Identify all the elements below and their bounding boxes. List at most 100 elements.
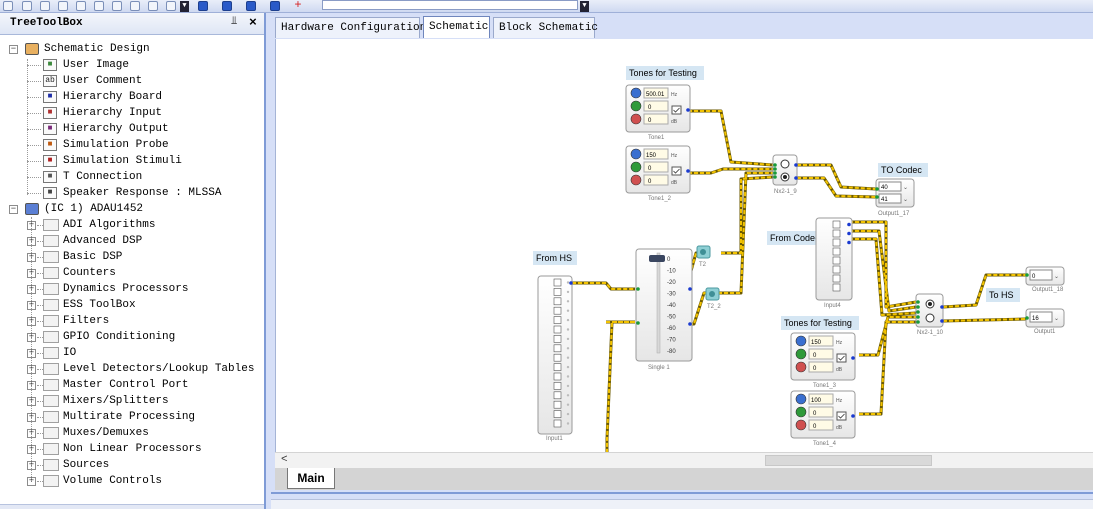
input-channel-checkbox[interactable] xyxy=(832,283,841,292)
tree-item-master-control-port[interactable]: +Master Control Port xyxy=(0,377,264,393)
tree-item-hierarchy-input[interactable]: ■Hierarchy Input xyxy=(0,105,264,121)
fader-knob[interactable] xyxy=(649,255,665,262)
input-channel-checkbox[interactable] xyxy=(553,372,562,381)
close-icon[interactable]: × xyxy=(249,15,257,30)
tone-enable-checkbox[interactable] xyxy=(671,166,682,176)
label-from-hs[interactable] xyxy=(533,251,577,265)
tone-param-knob-icon[interactable] xyxy=(795,335,807,347)
tree-item-counters[interactable]: +Counters xyxy=(0,265,264,281)
tree-item-speaker-response-mlssa[interactable]: ■Speaker Response : MLSSA xyxy=(0,185,264,201)
output-block-output1[interactable]: 16 ⌄ Output1 xyxy=(1025,308,1065,335)
label-tones-for-testing-1[interactable] xyxy=(626,66,704,80)
input-channel-checkbox[interactable] xyxy=(553,382,562,390)
tree-item-non-linear-processors[interactable]: +Non Linear Processors xyxy=(0,441,264,457)
dropdown-arrow-icon[interactable]: ⌄ xyxy=(1054,316,1059,322)
tree-item-sources[interactable]: +Sources xyxy=(0,457,264,473)
tone-param-knob-icon[interactable] xyxy=(795,393,807,405)
tab-hardware-configuration[interactable]: Hardware Configuration xyxy=(275,17,426,38)
tone-param-knob-icon[interactable] xyxy=(630,113,642,125)
tree-item-muxes-demuxes[interactable]: +Muxes/Demuxes xyxy=(0,425,264,441)
mux-block-nx2-1-10[interactable]: Nx2-1_10 xyxy=(915,293,944,336)
tone-param-knob-icon[interactable] xyxy=(795,406,807,418)
tone-param-knob-icon[interactable] xyxy=(795,361,807,373)
tone-enable-checkbox[interactable] xyxy=(836,353,847,363)
output-block-output1-18[interactable]: 0 ⌄ Output1_18 xyxy=(1025,266,1065,293)
dropdown-arrow-icon[interactable]: ⌄ xyxy=(903,185,908,191)
scrollbar-thumb[interactable] xyxy=(765,455,932,466)
dropdown-arrow-icon[interactable]: ⌄ xyxy=(903,197,908,203)
t-connection-t2[interactable]: T2 xyxy=(696,245,711,268)
toolbar-icon[interactable] xyxy=(222,1,232,11)
input-channel-checkbox[interactable] xyxy=(832,265,841,274)
toolbar-dropdown[interactable]: ▼ xyxy=(180,1,189,12)
tree-item-level-detectors-lookup-tables[interactable]: +Level Detectors/Lookup Tables xyxy=(0,361,264,377)
tone-param-knob-icon[interactable] xyxy=(630,161,642,173)
tone-param-knob-icon[interactable] xyxy=(630,87,642,99)
toolbar-search-input[interactable] xyxy=(322,0,578,10)
toolbar-icon[interactable] xyxy=(166,1,176,11)
add-icon[interactable]: + xyxy=(294,0,302,12)
input-channel-checkbox[interactable] xyxy=(553,297,562,306)
input-channel-checkbox[interactable] xyxy=(553,353,562,362)
tree-item-volume-controls[interactable]: +Volume Controls xyxy=(0,473,264,489)
input-channel-checkbox[interactable] xyxy=(553,344,562,353)
pin-icon[interactable]: ⫫ xyxy=(231,16,238,28)
toolbar-dropdown[interactable]: ▼ xyxy=(580,1,589,12)
tree-item-advanced-dsp[interactable]: +Advanced DSP xyxy=(0,233,264,249)
input-channel-checkbox[interactable] xyxy=(832,274,841,283)
output-block-output1-17[interactable]: 40 41 ⌄ ⌄ Output1_17 xyxy=(875,178,915,217)
tab-block-schematic[interactable]: Block Schematic xyxy=(493,17,598,38)
collapse-icon[interactable]: − xyxy=(9,44,18,54)
input-channel-checkbox[interactable] xyxy=(832,256,841,265)
toolbar-icon[interactable] xyxy=(3,1,13,11)
tree-item-hierarchy-output[interactable]: ■Hierarchy Output xyxy=(0,121,264,137)
tree-item-t-connection[interactable]: ■T Connection xyxy=(0,169,264,185)
toolbar-icon[interactable] xyxy=(148,1,158,11)
volume-fader-single-1[interactable]: 0-10-20-30-40-50-60-70-80 Single 1 xyxy=(635,248,693,371)
input-channel-checkbox[interactable] xyxy=(832,220,841,229)
tone-param-knob-icon[interactable] xyxy=(630,174,642,186)
tree-item-multirate-processing[interactable]: +Multirate Processing xyxy=(0,409,264,425)
tone-enable-checkbox[interactable] xyxy=(671,105,682,115)
toolbar-icon[interactable] xyxy=(112,1,122,11)
input-channel-checkbox[interactable] xyxy=(553,316,562,324)
tone-param-knob-icon[interactable] xyxy=(795,348,807,360)
toolbar-icon[interactable] xyxy=(40,1,50,11)
tone-param-knob-icon[interactable] xyxy=(630,100,642,112)
input-block-input4[interactable]: Input4 xyxy=(815,217,853,309)
toolbar-icon[interactable] xyxy=(58,1,68,11)
input-channel-checkbox[interactable] xyxy=(553,288,562,296)
label-tones-for-testing-2[interactable] xyxy=(781,316,859,330)
tree-item-filters[interactable]: +Filters xyxy=(0,313,264,329)
input-channel-checkbox[interactable] xyxy=(553,391,562,400)
input-channel-checkbox[interactable] xyxy=(832,238,841,247)
tree-item-ess-toolbox[interactable]: +ESS ToolBox xyxy=(0,297,264,313)
tone-enable-checkbox[interactable] xyxy=(836,411,847,421)
input-block-input1[interactable]: Input1 xyxy=(537,275,573,442)
toolbar-icon[interactable] xyxy=(246,1,256,11)
dropdown-arrow-icon[interactable]: ⌄ xyxy=(1054,274,1059,280)
tree-item-simulation-probe[interactable]: ■Simulation Probe xyxy=(0,137,264,153)
tree-item-simulation-stimuli[interactable]: ■Simulation Stimuli xyxy=(0,153,264,169)
horizontal-scrollbar[interactable]: < xyxy=(275,452,1093,468)
toolbar-icon[interactable] xyxy=(22,1,32,11)
tree-item-io[interactable]: +IO xyxy=(0,345,264,361)
tree-item-hierarchy-board[interactable]: ■Hierarchy Board xyxy=(0,89,264,105)
label-to-hs[interactable] xyxy=(986,288,1020,302)
tab-schematic[interactable]: Schematic xyxy=(423,16,490,38)
input-channel-checkbox[interactable] xyxy=(553,400,562,409)
tree-item-ic1-adau1452[interactable]: −(IC 1) ADAU1452 xyxy=(0,201,264,217)
label-from-codec[interactable] xyxy=(767,231,823,245)
collapse-icon[interactable]: − xyxy=(9,204,18,214)
tree-item-basic-dsp[interactable]: +Basic DSP xyxy=(0,249,264,265)
toolbar-icon[interactable] xyxy=(198,1,208,11)
input-channel-checkbox[interactable] xyxy=(553,363,562,371)
toolbar-icon[interactable] xyxy=(270,1,280,11)
mux-block-nx2-1-9[interactable]: Nx2-1_9 xyxy=(772,154,798,195)
tree-item-adi-algorithms[interactable]: +ADI Algorithms xyxy=(0,217,264,233)
schematic-canvas[interactable]: Tones for Testing TO Codec From HS From … xyxy=(275,39,1093,452)
